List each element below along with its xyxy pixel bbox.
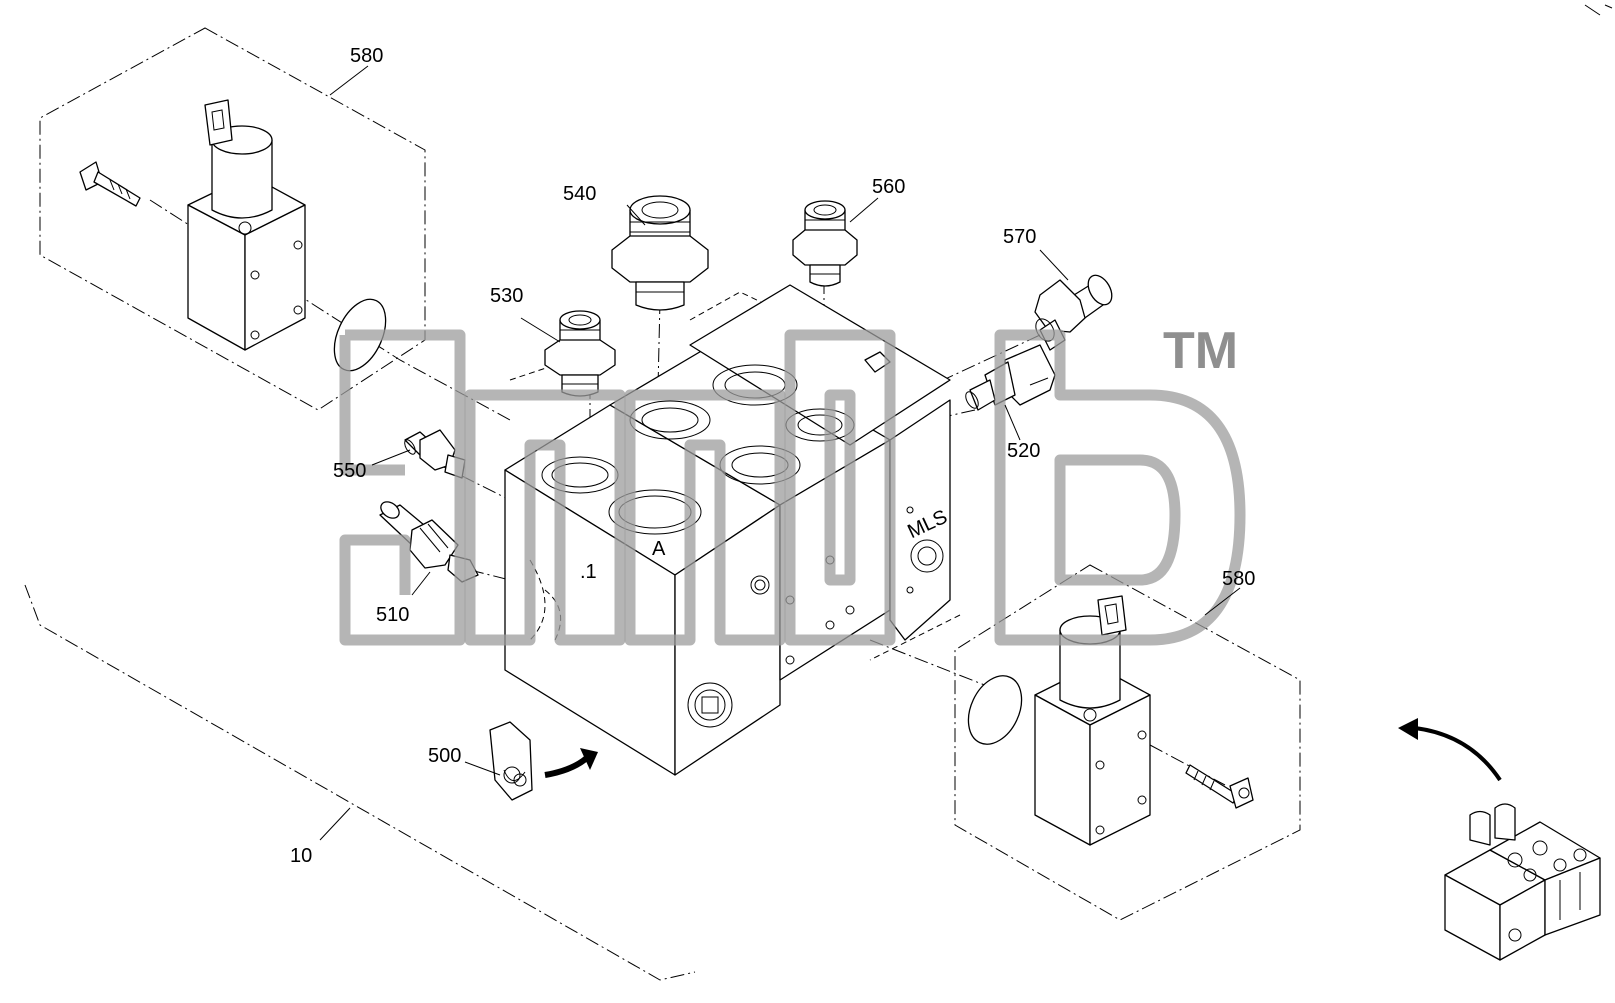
callout-580-top: 580 <box>350 45 383 67</box>
bolt-580-right <box>1185 764 1254 809</box>
direction-arrow-center <box>544 748 598 778</box>
inset-assembled-view <box>1444 803 1601 961</box>
fitting-530 <box>544 310 616 397</box>
callout-500: 500 <box>428 745 461 767</box>
group-boundary-580-top <box>39 27 426 411</box>
callout-560: 560 <box>872 176 905 198</box>
fitting-540 <box>611 195 709 311</box>
solenoid-valve-580-right <box>1034 595 1151 846</box>
o-ring-580-right <box>967 675 1023 745</box>
solenoid-valve-580-top <box>187 99 306 351</box>
svg-text:.1: .1 <box>580 561 597 583</box>
tag-500 <box>489 721 533 801</box>
direction-arrow-inset <box>1398 718 1502 782</box>
group-boundary-10 <box>24 584 696 981</box>
watermark-trademark: TM <box>1163 322 1238 380</box>
corner-mark <box>1584 4 1613 16</box>
callout-580-right: 580 <box>1222 568 1255 590</box>
callout-540: 540 <box>563 183 596 205</box>
callout-530: 530 <box>490 285 523 307</box>
callout-570: 570 <box>1003 226 1036 248</box>
fitting-570 <box>1034 274 1113 351</box>
callout-550: 550 <box>333 460 366 482</box>
leader-lines <box>319 65 1241 841</box>
bolt-580-top <box>79 161 141 207</box>
callout-520: 520 <box>1007 440 1040 462</box>
callout-10: 10 <box>290 845 312 867</box>
svg-text:A: A <box>652 538 666 560</box>
callout-510: 510 <box>376 604 409 626</box>
sensor-520 <box>965 344 1056 411</box>
fitting-560 <box>792 200 858 287</box>
watermark-logo: TM <box>339 322 1246 646</box>
